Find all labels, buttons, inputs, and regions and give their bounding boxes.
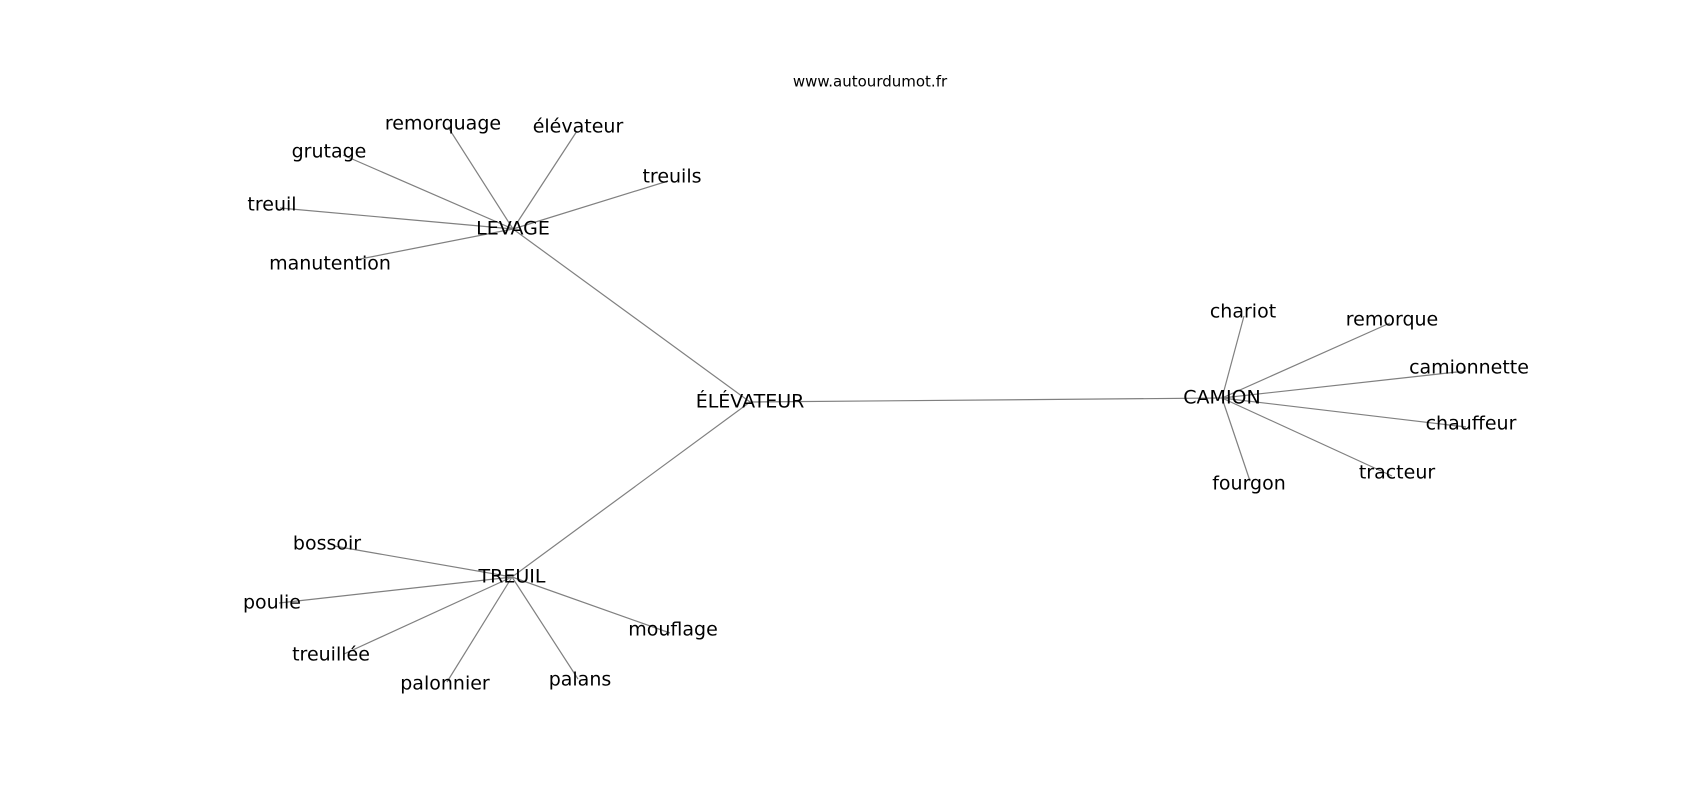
edge-center-to-camion <box>749 397 1223 403</box>
edge-levage-leaf <box>512 180 669 230</box>
leaf-node-label[interactable]: élévateur <box>533 116 624 138</box>
edge-camion-leaf <box>1221 397 1393 477</box>
edge-center-to-treuil <box>511 401 751 578</box>
edge-camion-leaf <box>1221 397 1251 482</box>
leaf-node-label[interactable]: remorquage <box>385 113 501 135</box>
leaf-node-label[interactable]: manutention <box>269 253 391 275</box>
leaf-node-label[interactable]: chariot <box>1210 301 1276 323</box>
leaf-node-label[interactable]: tracteur <box>1359 462 1436 484</box>
edge-levage-leaf <box>447 126 514 230</box>
edge-levage-leaf <box>354 228 514 261</box>
edge-treuil-leaf <box>511 576 671 634</box>
leaf-node-label[interactable]: chauffeur <box>1426 413 1517 435</box>
leaf-node-label[interactable]: palans <box>549 669 612 691</box>
leaf-node-label[interactable]: mouflage <box>628 619 718 641</box>
hub-node-label-camion[interactable]: CAMION <box>1183 387 1260 409</box>
edge-treuil-leaf <box>511 576 579 680</box>
edge-camion-leaf <box>1221 397 1467 428</box>
edge-treuil-leaf <box>343 576 513 655</box>
center-node-label[interactable]: ÉLÉVATEUR <box>696 390 805 413</box>
edge-camion-leaf <box>1221 322 1391 399</box>
edge-center-to-levage <box>512 228 751 403</box>
edge-levage-leaf <box>279 207 514 230</box>
leaf-node-label[interactable]: treuil <box>247 194 296 216</box>
edge-treuil-leaf <box>333 545 513 578</box>
leaf-node-label[interactable]: palonnier <box>400 673 490 695</box>
leaf-node-label[interactable]: treuils <box>642 166 701 188</box>
leaf-node-label[interactable]: camionnette <box>1409 357 1529 379</box>
edge-levage-leaf <box>512 130 578 230</box>
edge-levage-leaf <box>342 154 514 230</box>
watermark-text: www.autourdumot.fr <box>793 73 948 91</box>
edges-layer <box>278 126 1467 683</box>
edge-treuil-leaf <box>446 576 513 683</box>
hub-node-label-treuil[interactable]: TREUIL <box>478 566 546 588</box>
edge-treuil-leaf <box>278 576 513 604</box>
leaf-node-label[interactable]: bossoir <box>293 533 361 555</box>
leaf-node-label[interactable]: poulie <box>243 592 301 614</box>
hub-node-label-levage[interactable]: LEVAGE <box>476 218 550 240</box>
leaf-node-label[interactable]: fourgon <box>1212 473 1286 495</box>
leaf-node-label[interactable]: treuillée <box>292 644 370 666</box>
labels-layer: LEVAGE remorquage élévateur grutage treuils t… <box>243 113 1529 695</box>
edge-camion-leaf <box>1221 370 1467 399</box>
leaf-node-label[interactable]: grutage <box>292 141 367 163</box>
leaf-node-label[interactable]: remorque <box>1346 309 1439 331</box>
edge-camion-leaf <box>1221 315 1245 399</box>
